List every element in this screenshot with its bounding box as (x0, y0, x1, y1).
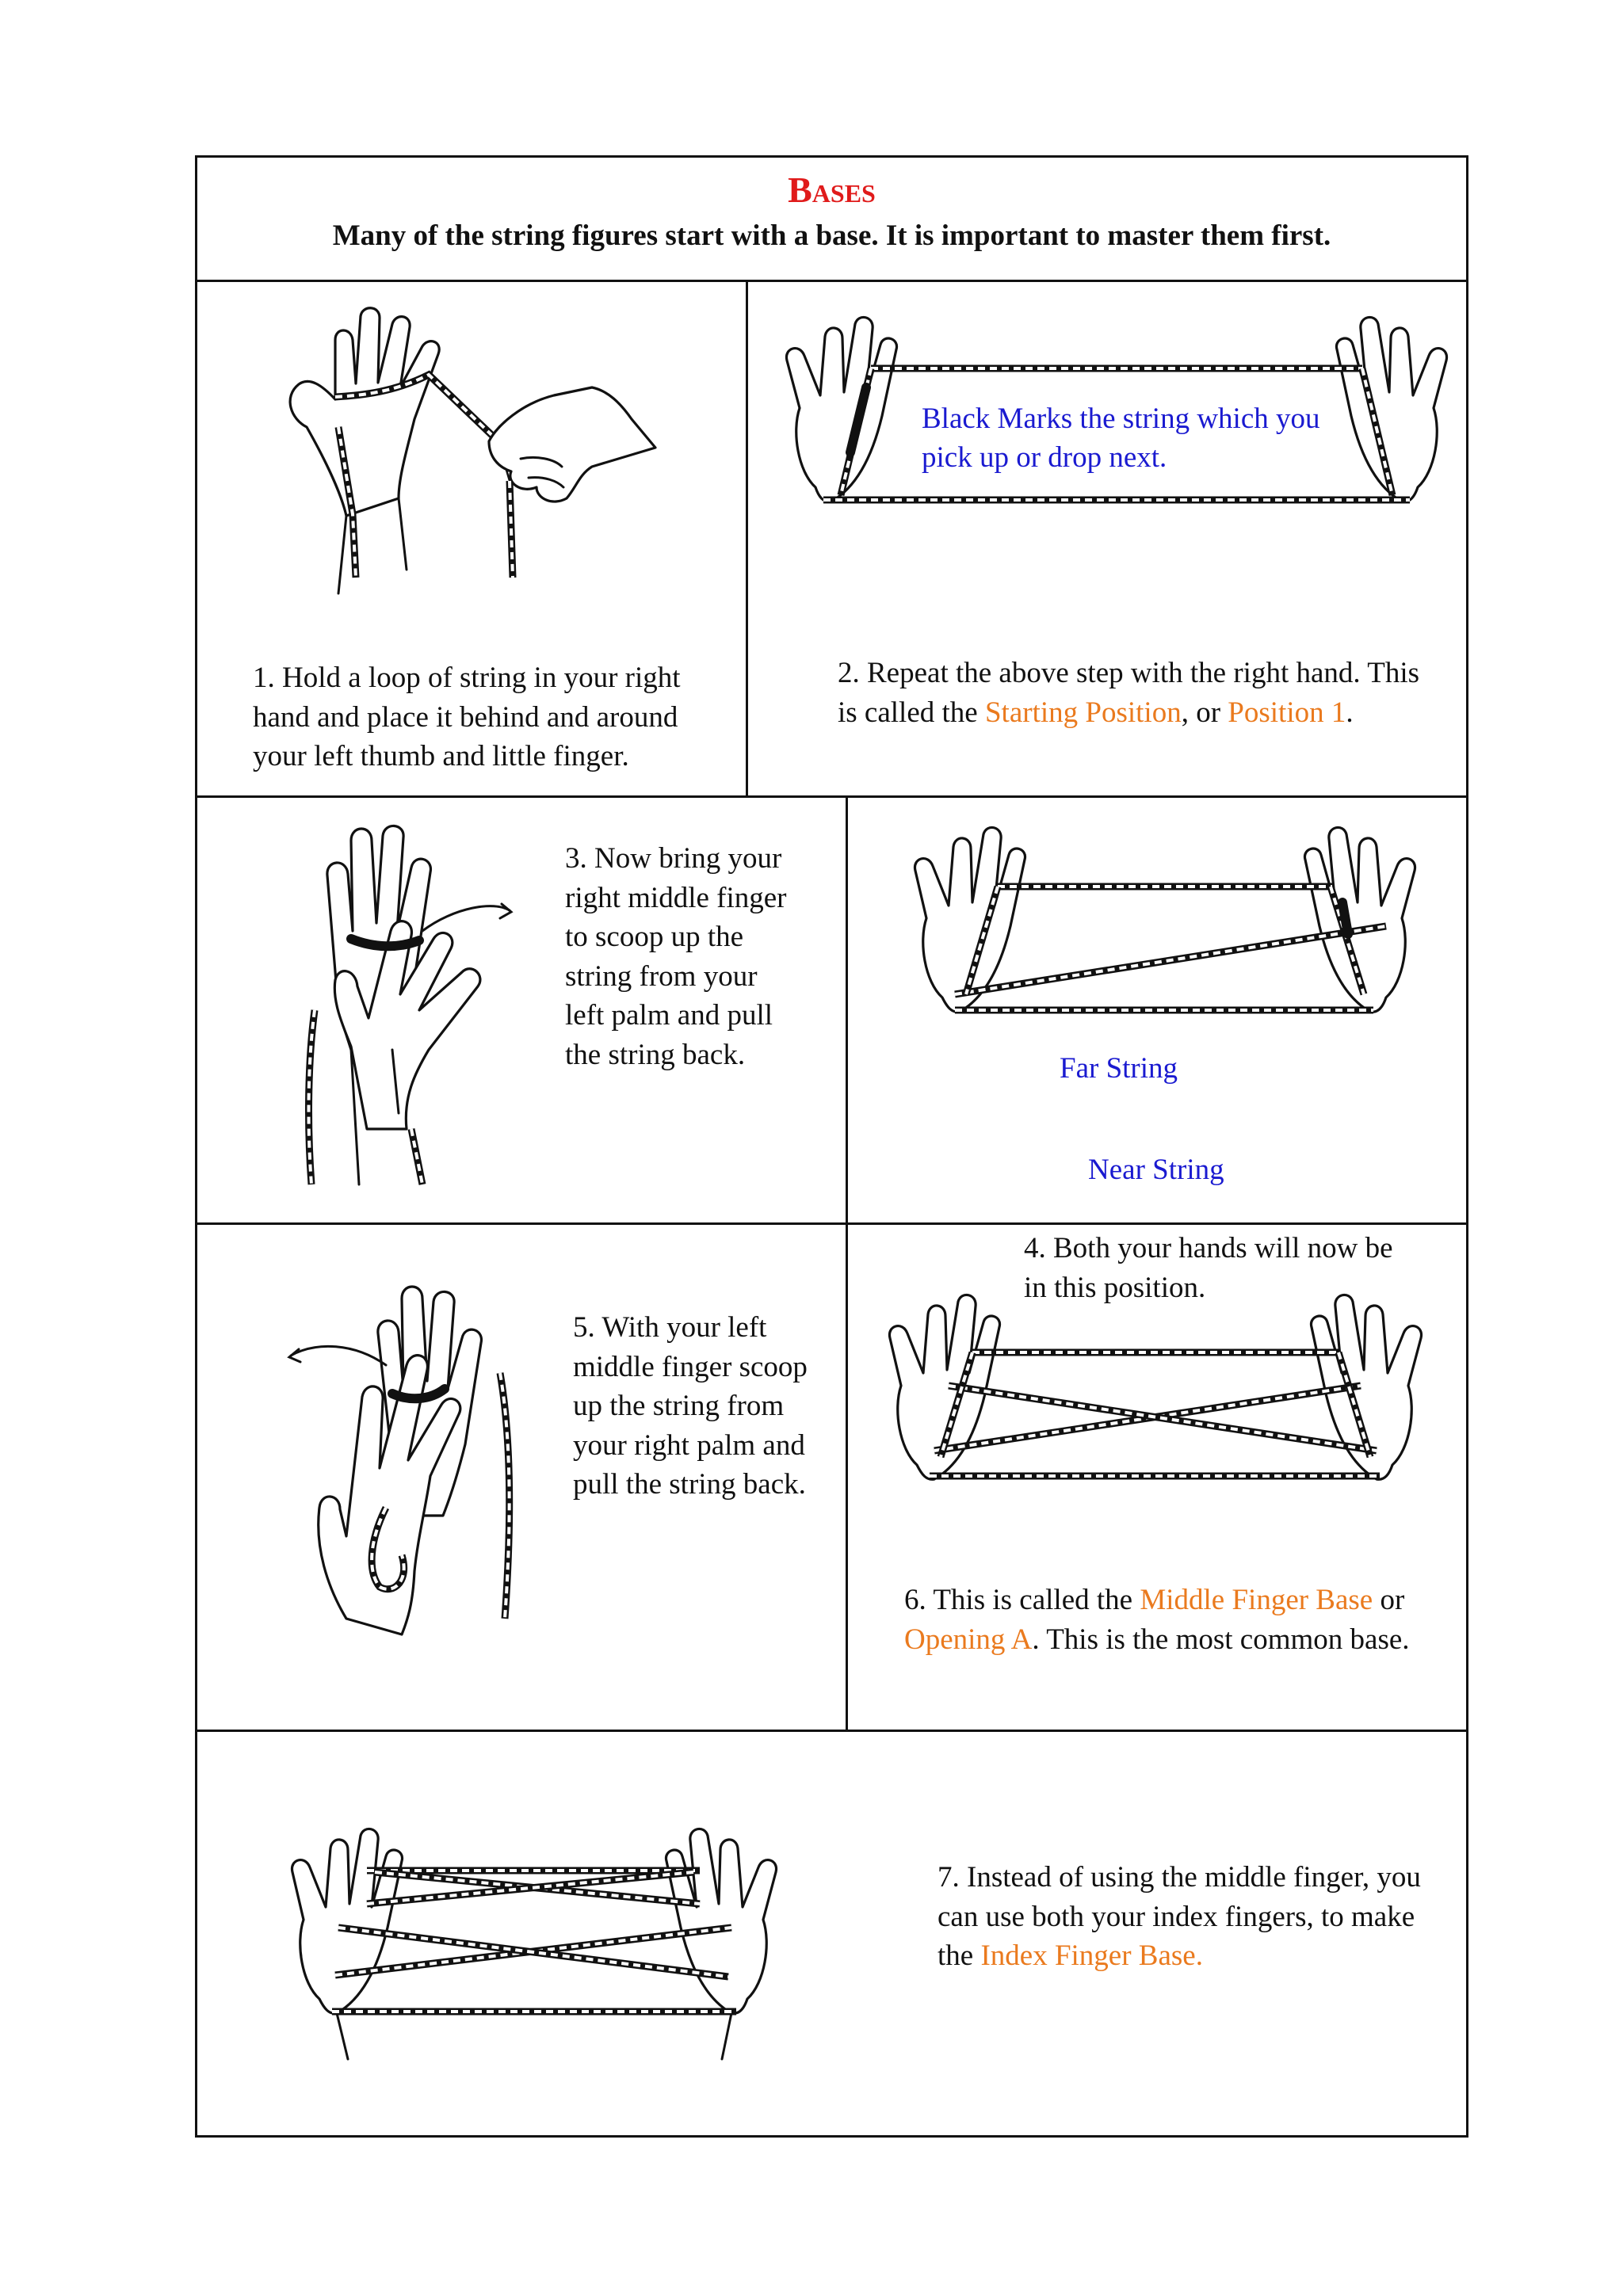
near-string-label: Near String (1088, 1154, 1224, 1186)
step-5-text: 5. With your left middle finger scoop up… (573, 1311, 808, 1501)
step-4-hands-illustration (913, 826, 1417, 1014)
step-2-note: Black Marks the string which you pick up… (922, 402, 1320, 474)
step-7-text-a: 7. Instead of using the middle finger, y… (938, 1861, 1421, 1972)
step-2-text-c: . (1346, 696, 1354, 729)
divider-col-row-1 (746, 280, 748, 795)
divider-header (197, 280, 1466, 282)
bases-sheet: Bases Many of the string figures start w… (195, 155, 1468, 2138)
step-4-text: 4. Both your hands will now be in this p… (1024, 1232, 1393, 1304)
far-string-label: Far String (1060, 1052, 1178, 1085)
step-2-text-b: , or (1181, 696, 1228, 729)
step-2-position-1: Position 1 (1228, 696, 1346, 729)
step-7-text: 7. Instead of using the middle finger, y… (938, 1858, 1445, 1976)
step-6-text-a: 6. This is called the (904, 1584, 1140, 1616)
step-1-text: 1. Hold a loop of string in your right h… (253, 662, 681, 772)
divider-col-row-2-3 (846, 795, 848, 1730)
step-6-text: 6. This is called the Middle Finger Base… (904, 1581, 1443, 1659)
step-6-text-b: or (1373, 1584, 1405, 1616)
divider-row-3 (197, 1730, 1466, 1732)
step-7-hands-illustration (290, 1827, 778, 2061)
step-2-text-a: 2. Repeat the above step with the right … (838, 657, 1420, 729)
page-title: Bases (788, 170, 876, 210)
step-2-starting-position: Starting Position (984, 696, 1182, 729)
divider-row-2 (197, 1222, 1466, 1225)
step-7-index-finger-base: Index Finger Base. (980, 1939, 1203, 1972)
step-2-hands-illustration (785, 315, 1449, 504)
step-3-text: 3. Now bring your right middle finger to… (565, 842, 787, 1071)
step-1-hand-illustration (288, 307, 657, 595)
step-2-text: 2. Repeat the above step with the right … (838, 654, 1440, 732)
step-6-middle-finger-base: Middle Finger Base (1140, 1584, 1373, 1616)
step-5-hands-illustration (287, 1285, 514, 1636)
step-3-hands-illustration (305, 824, 514, 1186)
step-6-hands-illustration (888, 1293, 1423, 1481)
page-subtitle: Many of the string figures start with a … (332, 219, 1331, 252)
step-6-opening-a: Opening A (904, 1623, 1033, 1656)
step-6-text-c: . This is the most common base. (1032, 1623, 1410, 1656)
divider-row-1 (197, 795, 1466, 798)
